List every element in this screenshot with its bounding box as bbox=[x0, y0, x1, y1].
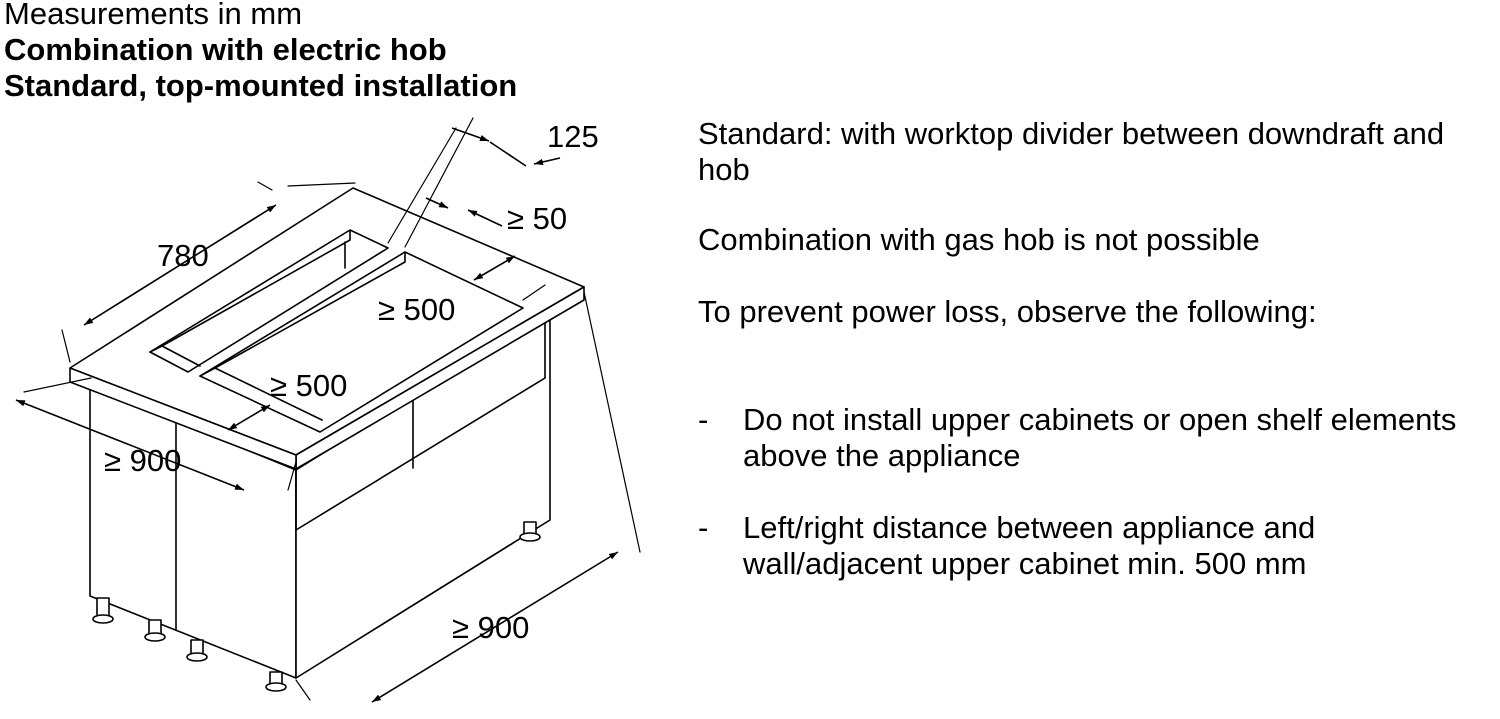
hob-cutout bbox=[199, 251, 524, 433]
bullet-dash: - bbox=[698, 402, 709, 437]
bullet-text: Do not install upper cabinets or open sh… bbox=[743, 402, 1457, 473]
dim-label-500-width: ≥ 500 bbox=[270, 368, 347, 403]
units-note: Measurements in mm bbox=[4, 0, 303, 31]
dim-line-125-extension bbox=[489, 141, 527, 167]
dim-line-500-depth bbox=[473, 255, 516, 281]
dim-label-900-depth: ≥ 900 bbox=[104, 443, 181, 478]
dim-line-125 bbox=[451, 127, 490, 142]
dim-line-50-b bbox=[467, 209, 503, 227]
installation-title: Standard, top-mounted installation bbox=[4, 68, 518, 103]
dim-label-900-width: ≥ 900 bbox=[452, 610, 529, 645]
dim-line-50-a bbox=[425, 197, 449, 209]
bullet-text: Left/right distance between appliance an… bbox=[743, 510, 1316, 581]
configuration-title: Combination with electric hob bbox=[4, 32, 447, 67]
bullet-dash: - bbox=[698, 510, 709, 545]
dim-label-50: ≥ 50 bbox=[507, 201, 567, 236]
dim-line-780 bbox=[83, 204, 277, 326]
note-gas-hob: Combination with gas hob is not possible bbox=[698, 222, 1260, 257]
note-standard: Standard: with worktop divider between d… bbox=[698, 116, 1445, 187]
dim-label-780: 780 bbox=[157, 238, 209, 273]
hob-cutout-depth bbox=[199, 251, 406, 421]
note-power-loss: To prevent power loss, observe the follo… bbox=[698, 294, 1317, 329]
installation-diagram: 125 ≥ 50 780 ≥ 500 ≥ 500 ≥ 900 ≥ 900 bbox=[15, 117, 641, 703]
dim-line-900-width bbox=[371, 551, 619, 703]
dim-line-125-right bbox=[533, 157, 561, 166]
dim-label-125: 125 bbox=[547, 119, 599, 154]
downdraft-cutout-depth bbox=[149, 229, 351, 367]
dim-label-500-depth: ≥ 500 bbox=[378, 292, 455, 327]
extension-lines bbox=[23, 117, 641, 701]
cabinet-feet bbox=[92, 521, 541, 692]
dim-line-900-depth bbox=[15, 399, 245, 491]
